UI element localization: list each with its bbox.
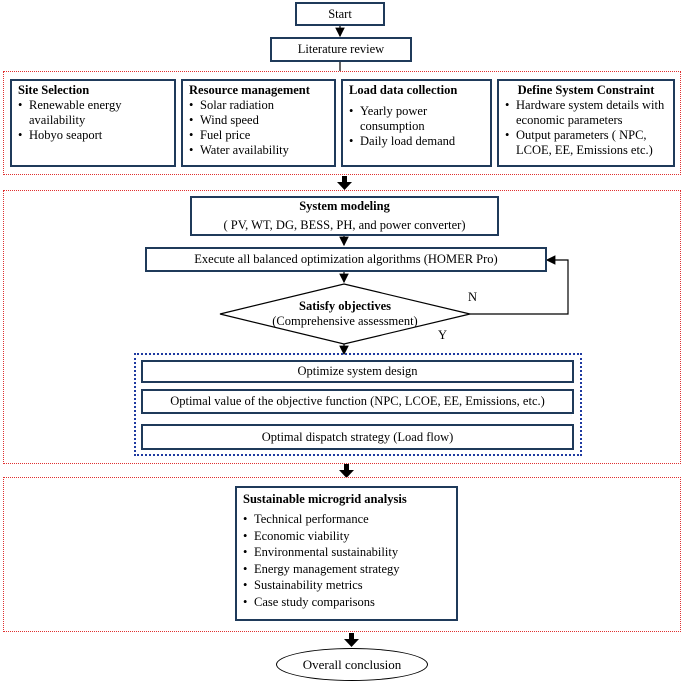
list-item: Wind speed bbox=[189, 113, 328, 128]
list-item: Sustainability metrics bbox=[243, 577, 450, 594]
no-label: N bbox=[468, 290, 478, 304]
start-box: Start bbox=[295, 2, 385, 26]
literature-box: Literature review bbox=[270, 37, 412, 62]
results-frame bbox=[134, 353, 582, 456]
list-item: Energy management strategy bbox=[243, 561, 450, 578]
list-item: Hobyo seaport bbox=[18, 128, 168, 143]
decision-subtitle: (Comprehensive assessment) bbox=[272, 314, 418, 328]
list-item: Water availability bbox=[189, 143, 328, 158]
literature-label: Literature review bbox=[297, 42, 385, 56]
optimal-value-box: Optimal value of the objective function … bbox=[141, 389, 574, 414]
execute-label: Execute all balanced optimization algori… bbox=[194, 252, 498, 266]
execute-box: Execute all balanced optimization algori… bbox=[145, 247, 547, 272]
optimal-value-label: Optimal value of the objective function … bbox=[170, 394, 545, 408]
system-constraint-title: Define System Constraint bbox=[517, 83, 655, 97]
list-item: Daily load demand bbox=[349, 134, 484, 149]
optimize-design-box: Optimize system design bbox=[141, 360, 574, 383]
list-item: Environmental sustainability bbox=[243, 544, 450, 561]
start-label: Start bbox=[328, 6, 352, 21]
site-selection-title: Site Selection bbox=[18, 83, 90, 97]
list-item: Hardware system details with economic pa… bbox=[505, 98, 667, 128]
system-modeling-title: System modeling bbox=[299, 199, 390, 213]
optimization-frame bbox=[3, 190, 681, 464]
list-item: Output parameters ( NPC, LCOE, EE, Emiss… bbox=[505, 128, 667, 158]
load-data-title: Load data collection bbox=[349, 83, 458, 97]
arrow-modeling-to-analysis bbox=[339, 464, 354, 478]
analysis-frame bbox=[3, 477, 681, 632]
list-item: Solar radiation bbox=[189, 98, 328, 113]
system-constraint-box: Define System Constraint Hardware system… bbox=[497, 79, 675, 167]
arrow-inputs-to-modeling bbox=[337, 176, 352, 190]
list-item: Case study comparisons bbox=[243, 594, 450, 611]
list-item: Technical performance bbox=[243, 511, 450, 528]
system-modeling-box: System modeling ( PV, WT, DG, BESS, PH, … bbox=[190, 196, 499, 236]
optimize-design-label: Optimize system design bbox=[297, 364, 418, 378]
yes-label: Y bbox=[438, 328, 448, 342]
arrow-no-loop bbox=[470, 255, 569, 315]
list-item: Economic viability bbox=[243, 528, 450, 545]
list-item: Yearly power consumption bbox=[349, 104, 484, 134]
resource-management-box: Resource management Solar radiation Wind… bbox=[181, 79, 336, 167]
load-data-box: Load data collection Yearly power consum… bbox=[341, 79, 492, 167]
system-modeling-subtitle: ( PV, WT, DG, BESS, PH, and power conver… bbox=[223, 218, 466, 232]
resource-management-title: Resource management bbox=[189, 83, 310, 97]
site-selection-box: Site Selection Renewable energy availabi… bbox=[10, 79, 176, 167]
list-item: Renewable energy availability bbox=[18, 98, 168, 128]
microgrid-analysis-box: Sustainable microgrid analysis Technical… bbox=[235, 486, 458, 621]
dispatch-strategy-label: Optimal dispatch strategy (Load flow) bbox=[261, 429, 454, 444]
conclusion-label: Overall conclusion bbox=[302, 657, 402, 672]
microgrid-analysis-title: Sustainable microgrid analysis bbox=[243, 492, 407, 506]
dispatch-strategy-box: Optimal dispatch strategy (Load flow) bbox=[141, 424, 574, 450]
inputs-frame bbox=[3, 71, 681, 175]
decision-text: Satisfy objectives (Comprehensive assess… bbox=[250, 294, 440, 334]
conclusion-ellipse: Overall conclusion bbox=[276, 648, 428, 681]
list-item: Fuel price bbox=[189, 128, 328, 143]
decision-title: Satisfy objectives bbox=[299, 299, 391, 313]
arrow-analysis-to-conclusion bbox=[344, 633, 359, 647]
